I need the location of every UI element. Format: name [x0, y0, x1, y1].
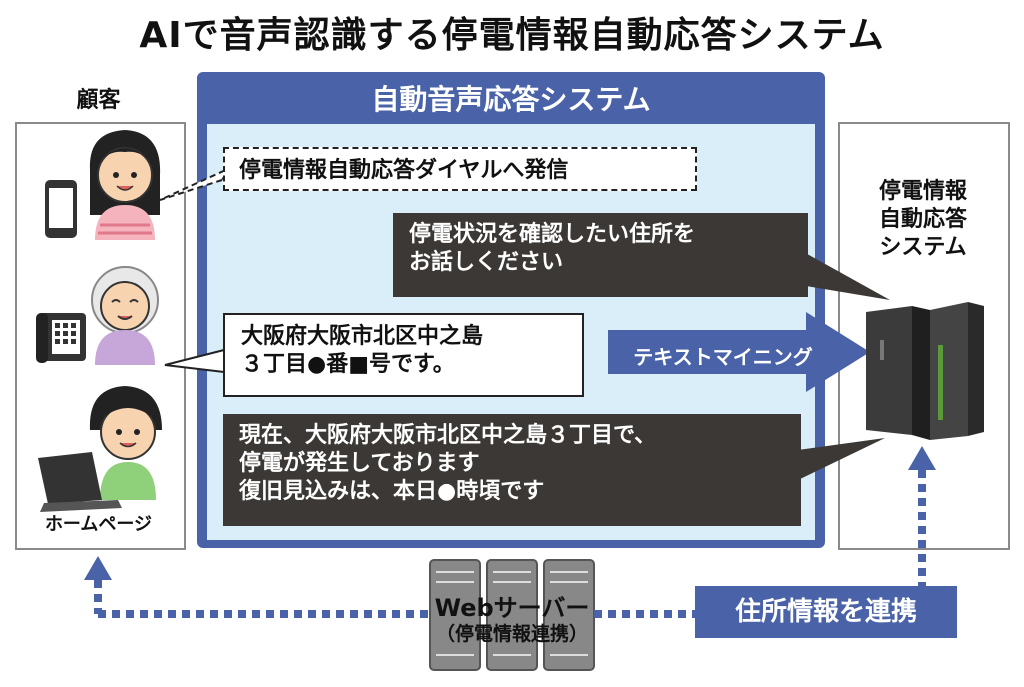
dial-bubble: 停電情報自動応答ダイヤルへ発信 — [223, 147, 697, 191]
homepage-label: ホームページ — [44, 514, 153, 535]
arrow-up-to-homepage — [84, 556, 112, 580]
customer-label: 顧客 — [76, 88, 121, 113]
address-link-box: 住所情報を連携 — [695, 586, 957, 638]
dial-bubble-tail — [159, 165, 233, 201]
result-bubble: 現在、大阪府大阪市北区中之島３丁目で、 停電が発生しております 復旧見込みは、本… — [223, 414, 801, 526]
woman-icon — [89, 130, 161, 240]
web-server-sublabel: （停電情報連携） — [435, 623, 588, 645]
system-title: 自動音声応答システム — [371, 83, 651, 116]
smartphone-icon — [45, 180, 77, 238]
server-tower-icon — [866, 302, 984, 440]
result-bubble-tail — [798, 438, 885, 480]
address-bubble-tail — [164, 348, 225, 374]
man-with-laptop-icon — [38, 386, 162, 512]
prompt-bubble-tail — [800, 250, 890, 300]
arrow-up-to-system — [908, 446, 936, 470]
web-server-label: Webサーバー — [434, 594, 590, 622]
elderly-woman-icon — [91, 266, 159, 365]
text-mining-label: テキストマイニング — [633, 345, 813, 369]
prompt-bubble: 停電状況を確認したい住所を お話しください — [393, 213, 808, 297]
web-server-icon — [429, 559, 595, 671]
dotted-connector — [94, 470, 926, 618]
page-title: AIで音声認識する停電情報自動応答システム — [139, 15, 885, 56]
outage-system-label: 停電情報 自動応答 システム — [878, 179, 967, 260]
telephone-icon — [36, 313, 86, 363]
address-bubble: 大阪府大阪市北区中之島 ３丁目●番■号です。 — [223, 313, 584, 397]
text-mining-arrow — [608, 312, 870, 392]
